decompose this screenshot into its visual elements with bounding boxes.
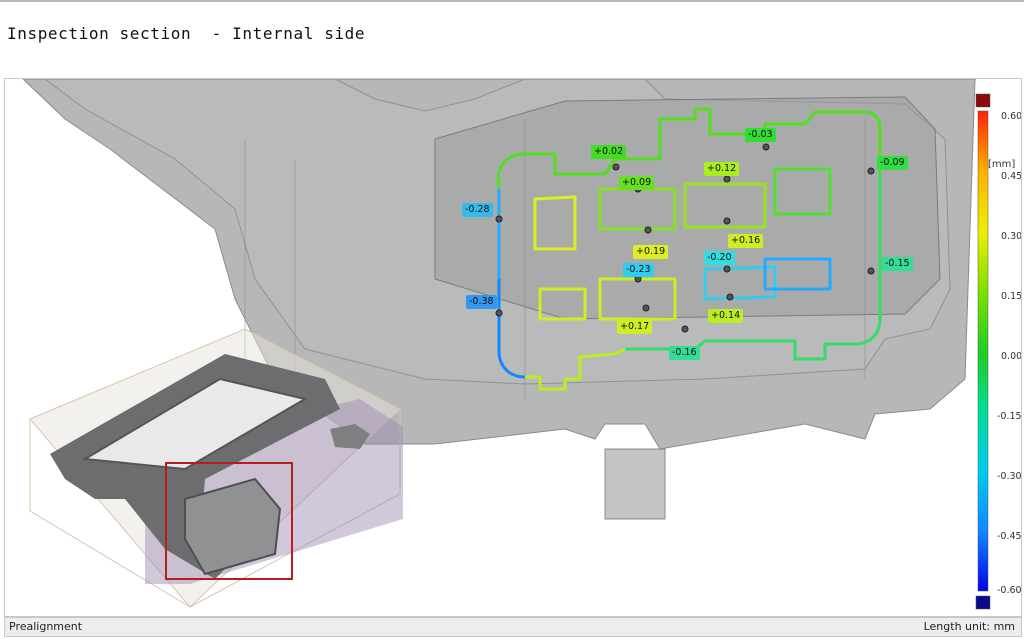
deviation-label[interactable]: +0.17 (617, 320, 653, 334)
legend-tick: 0.45 (1001, 171, 1022, 182)
deviation-label[interactable]: -0.20 (704, 251, 735, 265)
deviation-label[interactable]: -0.16 (669, 346, 700, 360)
legend-tick: -0.45 (997, 531, 1022, 542)
legend-gradient (977, 110, 989, 592)
deviation-label[interactable]: +0.16 (728, 234, 764, 248)
deviation-label[interactable]: -0.15 (882, 257, 913, 271)
length-unit-status: Length unit: mm (923, 620, 1015, 633)
deviation-label[interactable]: +0.19 (633, 245, 669, 259)
legend-tick: -0.60 (997, 585, 1022, 596)
legend-tick: 0.00 (1001, 351, 1022, 362)
page-title: Inspection section - Internal side (7, 24, 366, 43)
legend-tick: 0.30 (1001, 231, 1022, 242)
color-scale-bar (975, 93, 991, 610)
deviation-label[interactable]: +0.14 (708, 309, 744, 323)
legend-tick: 0.15 (1001, 291, 1022, 302)
part-model[interactable] (5, 79, 1021, 616)
legend-unit-label: [mm] (988, 159, 1016, 170)
deviation-label[interactable]: +0.09 (619, 176, 655, 190)
alignment-status: Prealignment (9, 620, 83, 633)
3d-viewport[interactable]: [mm] 0.60 0.45 0.30 0.15 0.00 -0.15 -0.3… (4, 78, 1022, 617)
deviation-label[interactable]: -0.28 (462, 203, 493, 217)
deviation-label[interactable]: -0.38 (466, 295, 497, 309)
deviation-label[interactable]: -0.09 (877, 156, 908, 170)
legend-tick: 0.60 (1001, 111, 1022, 122)
status-bar: Prealignment Length unit: mm (4, 617, 1022, 637)
legend-tick: -0.15 (997, 411, 1022, 422)
top-divider (0, 0, 1024, 2)
legend-tick: -0.30 (997, 471, 1022, 482)
deviation-label[interactable]: -0.23 (623, 263, 654, 277)
legend-overflow-swatch (975, 93, 991, 108)
deviation-label[interactable]: -0.03 (745, 128, 776, 142)
deviation-label[interactable]: +0.02 (591, 145, 627, 159)
legend-underflow-swatch (975, 595, 991, 610)
deviation-label[interactable]: +0.12 (704, 162, 740, 176)
